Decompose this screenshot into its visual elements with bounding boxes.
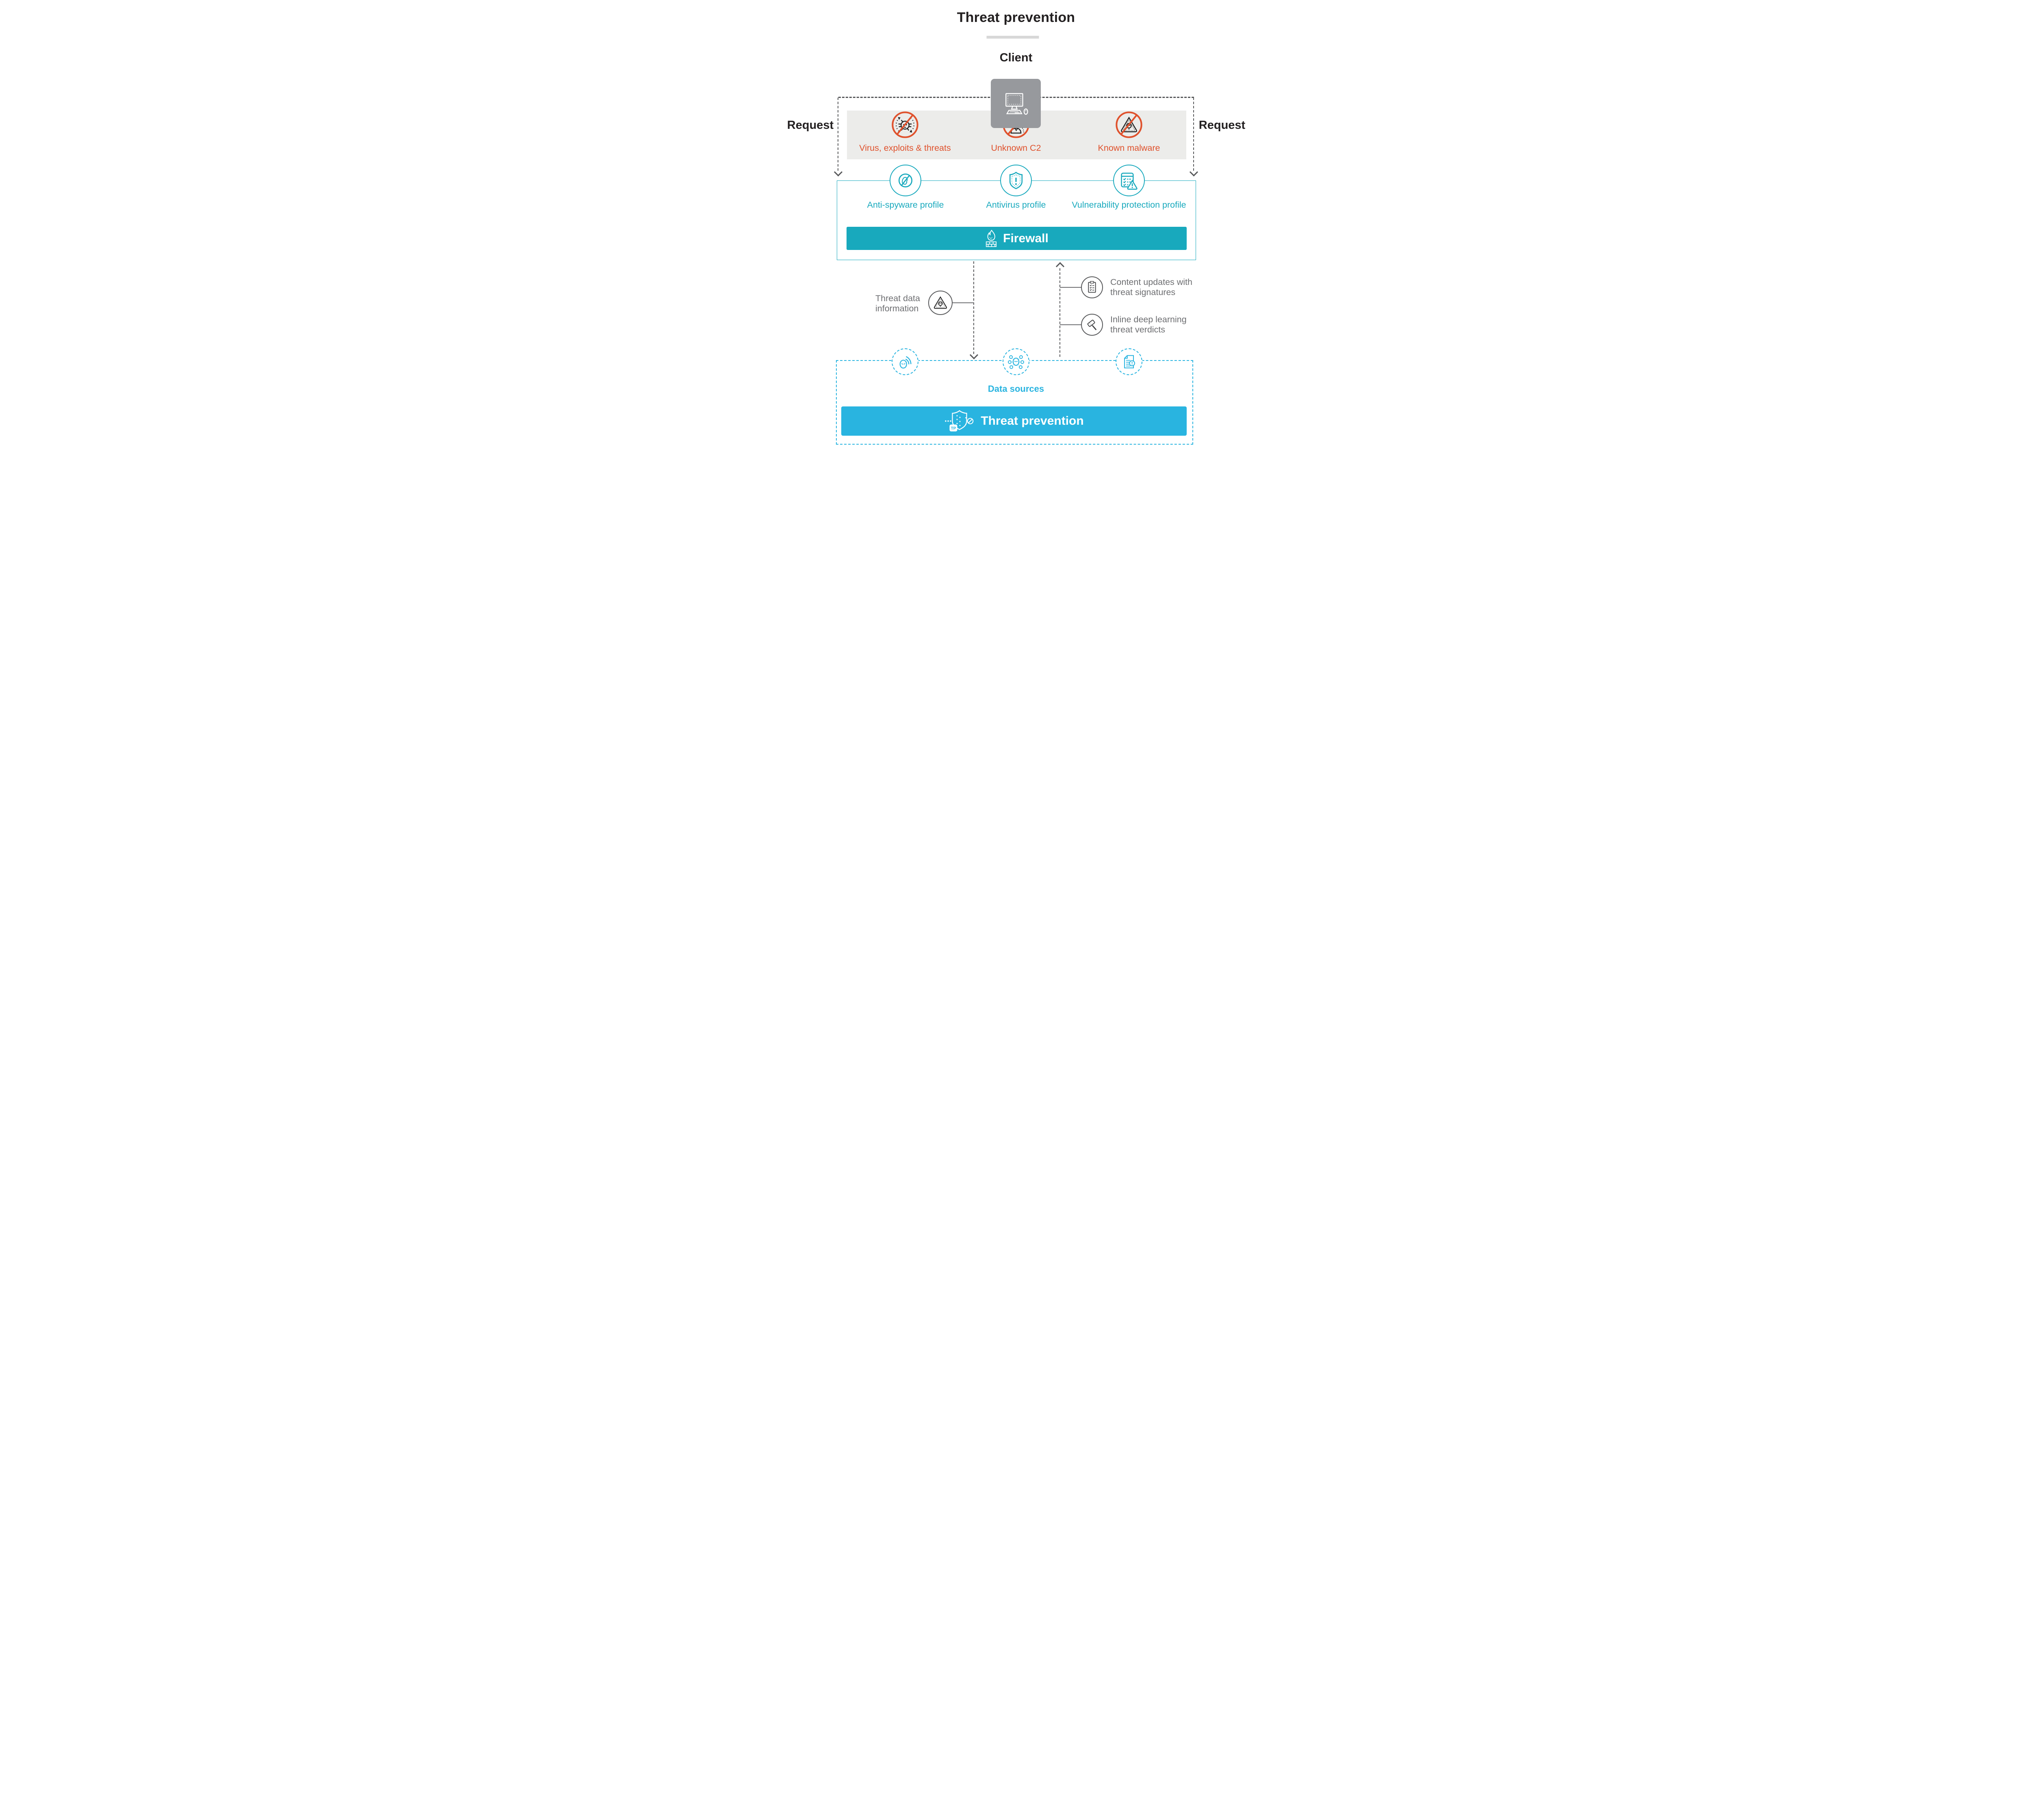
client-node	[991, 79, 1041, 128]
request-label-left: Request	[787, 119, 834, 132]
antivirus-profile-label: Antivirus profile	[986, 200, 1046, 210]
vulnerability-profile-node	[1113, 165, 1145, 196]
document-alert-icon	[1124, 355, 1135, 369]
deep-learning-line2: threat verdicts	[1110, 325, 1166, 334]
antivirus-shield-icon	[1009, 172, 1023, 189]
threat-data-node	[928, 291, 953, 315]
client-label: Client	[999, 51, 1033, 64]
clipboard-checklist-icon	[1088, 281, 1096, 293]
firewall-flame-icon	[986, 229, 997, 247]
content-updates-connector	[1060, 287, 1082, 288]
threat-virus	[864, 109, 946, 143]
content-updates-note: Content updates with threat signatures	[1110, 277, 1192, 298]
threat-prevention-shield-icon: TP	[945, 410, 974, 432]
updates-flow-line	[1059, 268, 1060, 357]
request-line-right	[1193, 98, 1194, 171]
deep-learning-node	[1081, 314, 1103, 336]
content-updates-line1: Content updates with	[1110, 277, 1192, 287]
skull-warning-icon	[934, 296, 947, 309]
anti-spyware-profile-node	[890, 165, 921, 196]
threat-network-icon	[1008, 355, 1024, 369]
data-source-telemetry-node	[892, 348, 918, 375]
spy-signal-icon	[899, 356, 912, 369]
content-updates-line2: threat signatures	[1110, 287, 1176, 297]
threat-prevention-diagram: Threat prevention Client Request Request	[762, 0, 1270, 455]
blocked-virus-icon	[892, 111, 918, 138]
threat-data-note: Threat data information	[875, 293, 920, 314]
threat-data-line2: information	[875, 304, 919, 313]
deep-learning-note: Inline deep learning threat verdicts	[1110, 315, 1187, 335]
data-source-reports-node	[1116, 348, 1142, 375]
threat-data-flow-line	[973, 261, 974, 354]
gavel-icon	[1087, 319, 1097, 330]
vulnerability-checklist-icon	[1121, 172, 1138, 190]
threat-data-connector	[951, 302, 974, 303]
threat-unknown-c2-label: Unknown C2	[991, 143, 1041, 153]
title-underline	[986, 36, 1039, 39]
anti-spyware-profile-label: Anti-spyware profile	[867, 200, 944, 210]
computer-icon	[1005, 93, 1028, 115]
blocked-malware-icon	[1116, 111, 1142, 138]
threat-data-line1: Threat data	[875, 293, 920, 303]
firewall-bar: Firewall	[847, 227, 1187, 250]
threat-known-malware	[1088, 109, 1170, 143]
threat-known-malware-label: Known malware	[1098, 143, 1160, 153]
content-updates-node	[1081, 276, 1103, 298]
data-source-network-node	[1003, 348, 1029, 375]
data-sources-label: Data sources	[988, 384, 1044, 394]
anti-spyware-icon	[898, 173, 913, 188]
svg-text:TP: TP	[951, 426, 956, 431]
firewall-bar-label: Firewall	[1003, 231, 1049, 245]
request-label-right: Request	[1198, 119, 1246, 132]
threat-virus-label: Virus, exploits & threats	[859, 143, 951, 153]
deep-learning-connector	[1060, 324, 1082, 325]
page-title: Threat prevention	[957, 10, 1075, 25]
threat-prevention-bar: TP Threat prevention	[841, 406, 1187, 436]
vulnerability-profile-label: Vulnerability protection profile	[1072, 200, 1186, 210]
antivirus-profile-node	[1000, 165, 1032, 196]
threat-prevention-bar-label: Threat prevention	[981, 414, 1084, 428]
deep-learning-line1: Inline deep learning	[1110, 315, 1187, 324]
